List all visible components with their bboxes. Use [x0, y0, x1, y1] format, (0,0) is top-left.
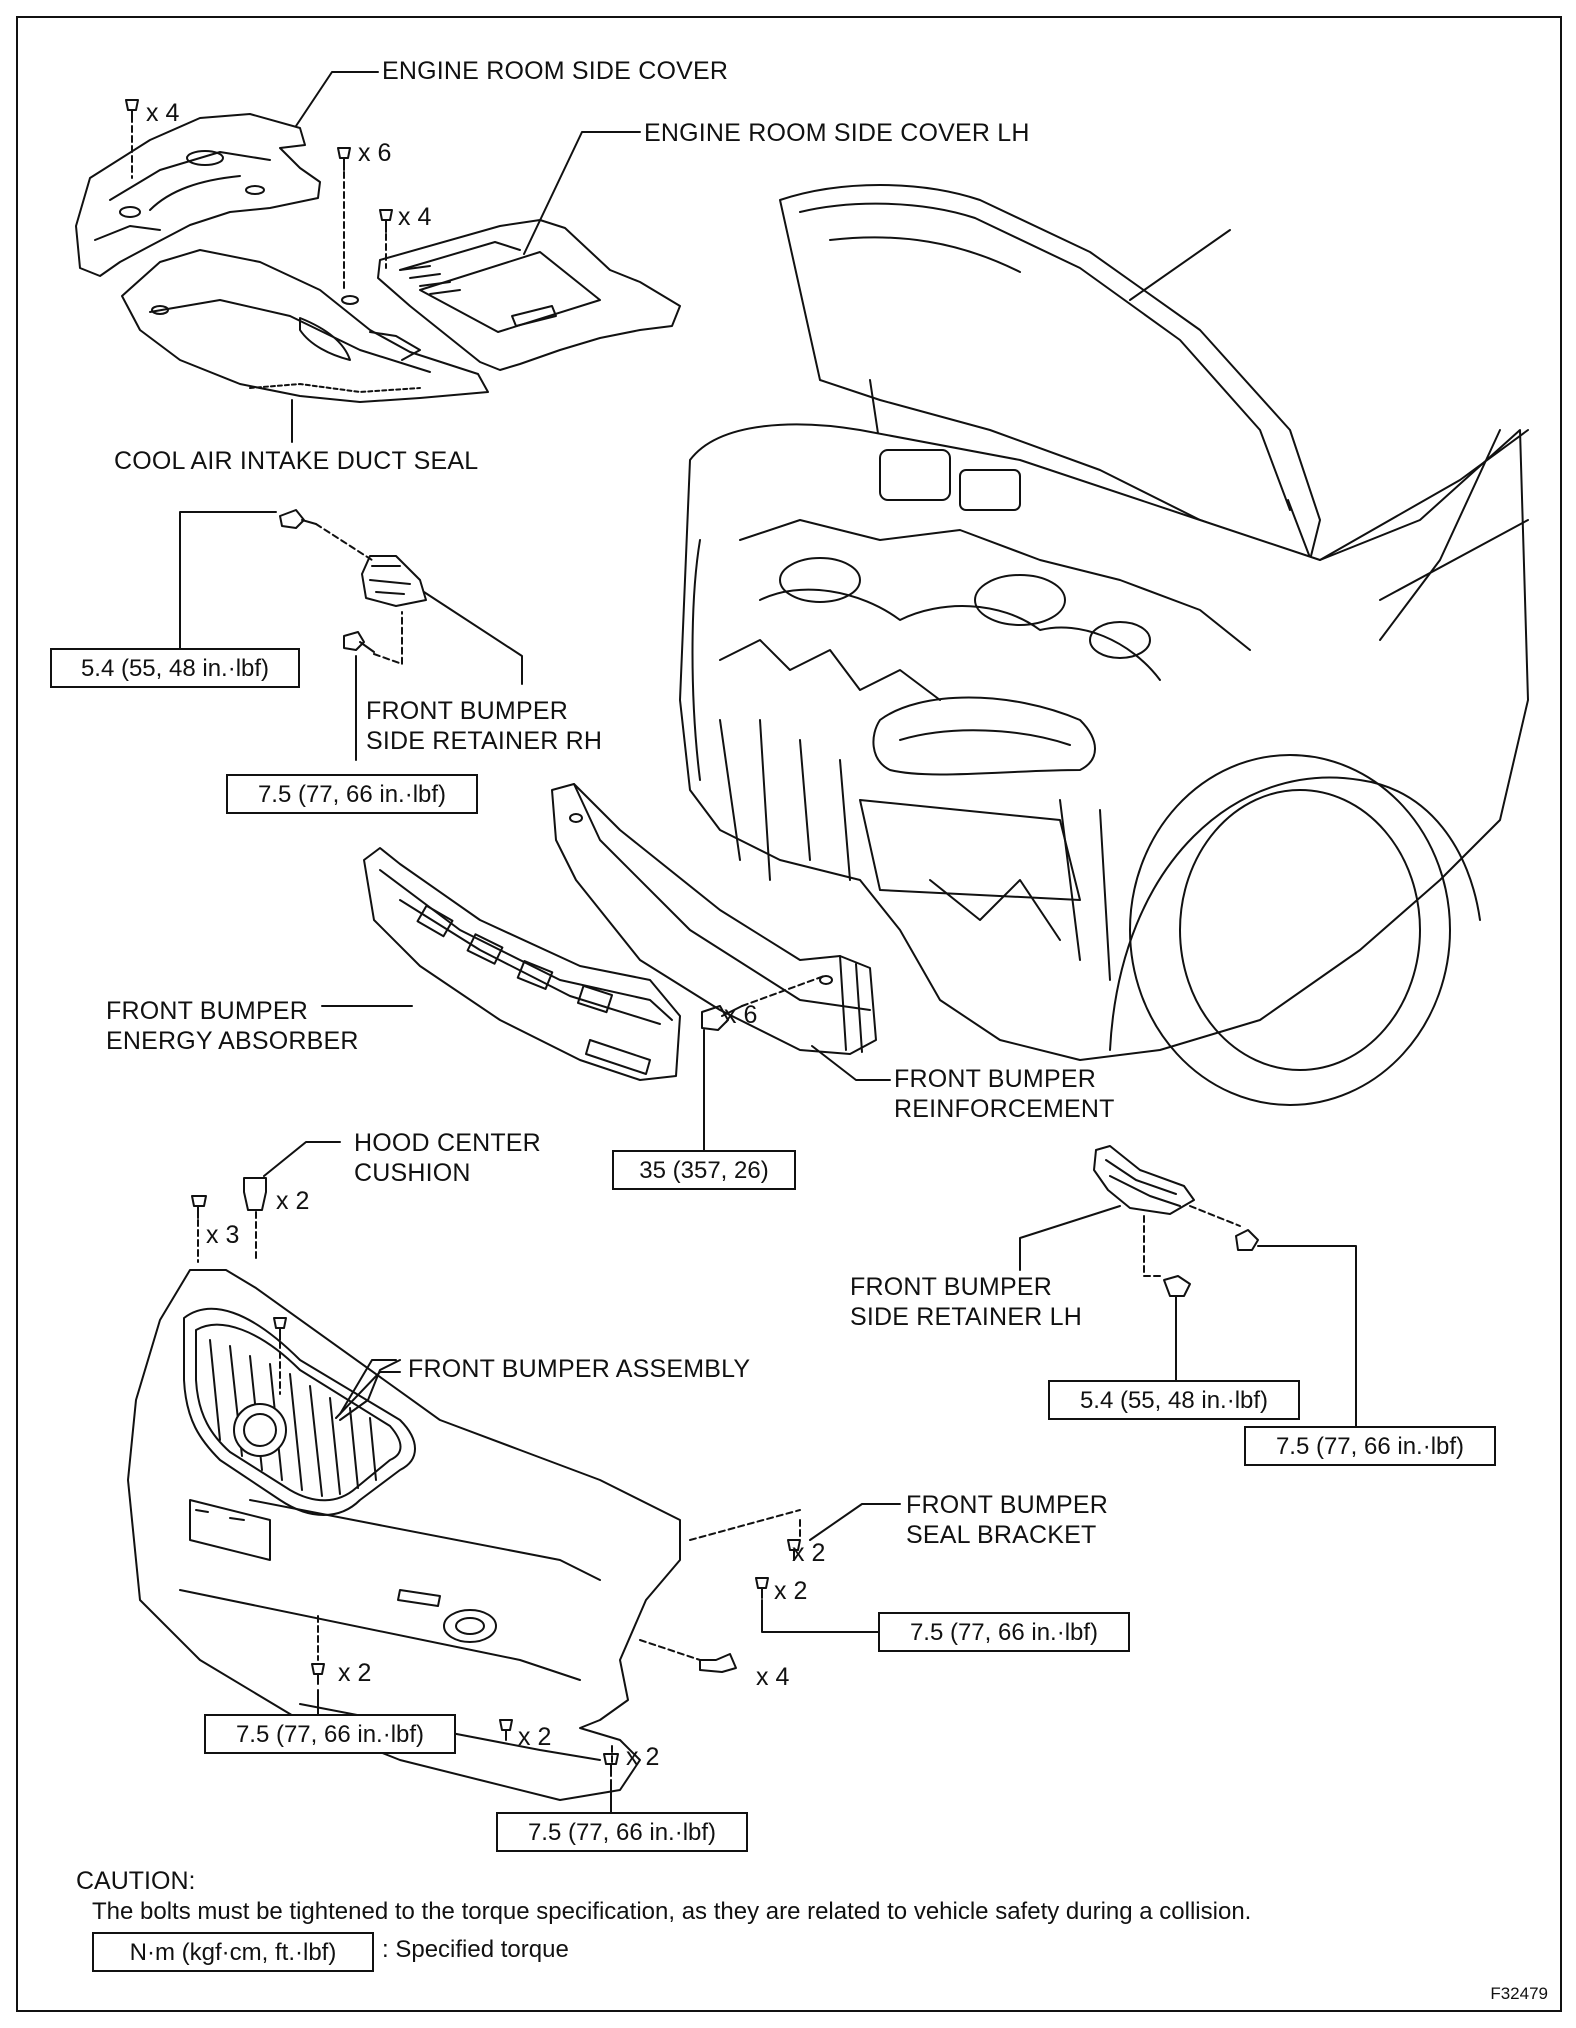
engine-room-side-cover-lh-shape — [377, 219, 681, 371]
label-front-bumper-side-retainer-lh: FRONT BUMPER SIDE RETAINER LH — [850, 1273, 1082, 1331]
leader-lines-top — [291, 71, 641, 443]
torque-rh-retainer-lower: 7.5 (77, 66 in.·lbf) — [226, 774, 478, 814]
label-front-bumper-assembly: FRONT BUMPER ASSEMBLY — [408, 1355, 751, 1383]
torque-seal-bracket: 7.5 (77, 66 in.·lbf) — [878, 1612, 1130, 1652]
label-front-bumper-side-retainer-rh: FRONT BUMPER SIDE RETAINER RH — [366, 697, 603, 755]
torque-bumper-lower-right: 7.5 (77, 66 in.·lbf) — [496, 1812, 748, 1852]
label-hood-center-cushion: HOOD CENTER CUSHION — [354, 1129, 541, 1187]
clip-icons-top — [125, 99, 393, 291]
qty-bumper-side-screw: x 4 — [756, 1663, 790, 1691]
qty-hood-cushion: x 2 — [276, 1187, 310, 1215]
torque-unit-legend: N·m (kgf·cm, ft.·lbf) — [92, 1932, 374, 1972]
torque-reinforcement: 35 (357, 26) — [612, 1150, 796, 1190]
label-front-bumper-seal-bracket: FRONT BUMPER SEAL BRACKET — [906, 1491, 1108, 1549]
engine-room-side-cover-shape — [75, 113, 321, 277]
diagram-frame — [16, 16, 1562, 2012]
front-bumper-energy-absorber-shape — [321, 847, 681, 1081]
torque-lh-retainer-outer: 7.5 (77, 66 in.·lbf) — [1244, 1426, 1496, 1466]
label-front-bumper-energy-absorber: FRONT BUMPER ENERGY ABSORBER — [106, 997, 359, 1055]
torque-lh-retainer-inner: 5.4 (55, 48 in.·lbf) — [1048, 1380, 1300, 1420]
qty-bumper-lower-mid: x 2 — [518, 1723, 552, 1751]
torque-rh-retainer-upper: 5.4 (55, 48 in.·lbf) — [50, 648, 300, 688]
qty-lh-cover-clip: x 4 — [398, 203, 432, 231]
front-bumper-side-retainer-rh-shape — [179, 509, 523, 761]
qty-side-cover-clip: x 6 — [358, 139, 392, 167]
label-cool-air-intake-duct-seal: COOL AIR INTAKE DUCT SEAL — [114, 447, 479, 475]
reinforcement-bolt — [701, 975, 891, 1151]
front-bumper-assembly-shape — [127, 1269, 681, 1801]
figure-code: F32479 — [1490, 1984, 1548, 2003]
label-front-bumper-reinforcement: FRONT BUMPER REINFORCEMENT — [894, 1065, 1115, 1123]
caution-text: The bolts must be tightened to the torqu… — [92, 1898, 1252, 1925]
hood-cushion-and-clips — [191, 1141, 341, 1263]
cool-air-intake-duct-seal-shape — [121, 249, 489, 403]
label-engine-room-side-cover: ENGINE ROOM SIDE COVER — [382, 57, 729, 85]
qty-seal-bracket-clip: x 2 — [792, 1539, 826, 1567]
qty-top-clip: x 4 — [146, 99, 180, 127]
caution-title: CAUTION: — [76, 1867, 196, 1895]
qty-reinforcement-bolt: x 6 — [724, 1001, 758, 1029]
qty-bumper-lower-left: x 2 — [338, 1659, 372, 1687]
torque-bumper-lower-left: 7.5 (77, 66 in.·lbf) — [204, 1714, 456, 1754]
bumper-assembly-leader — [335, 1371, 401, 1419]
front-bumper-side-retainer-lh-shape — [1019, 1145, 1357, 1437]
qty-seal-bracket-screw: x 2 — [774, 1577, 808, 1605]
seal-bracket-clips — [689, 1503, 901, 1633]
qty-bumper-lower-right: x 2 — [626, 1743, 660, 1771]
vehicle-with-open-hood — [679, 184, 1529, 1106]
legend-meaning: : Specified torque — [382, 1936, 569, 1963]
qty-bumper-top-clip: x 3 — [206, 1221, 240, 1249]
label-engine-room-side-cover-lh: ENGINE ROOM SIDE COVER LH — [644, 119, 1030, 147]
